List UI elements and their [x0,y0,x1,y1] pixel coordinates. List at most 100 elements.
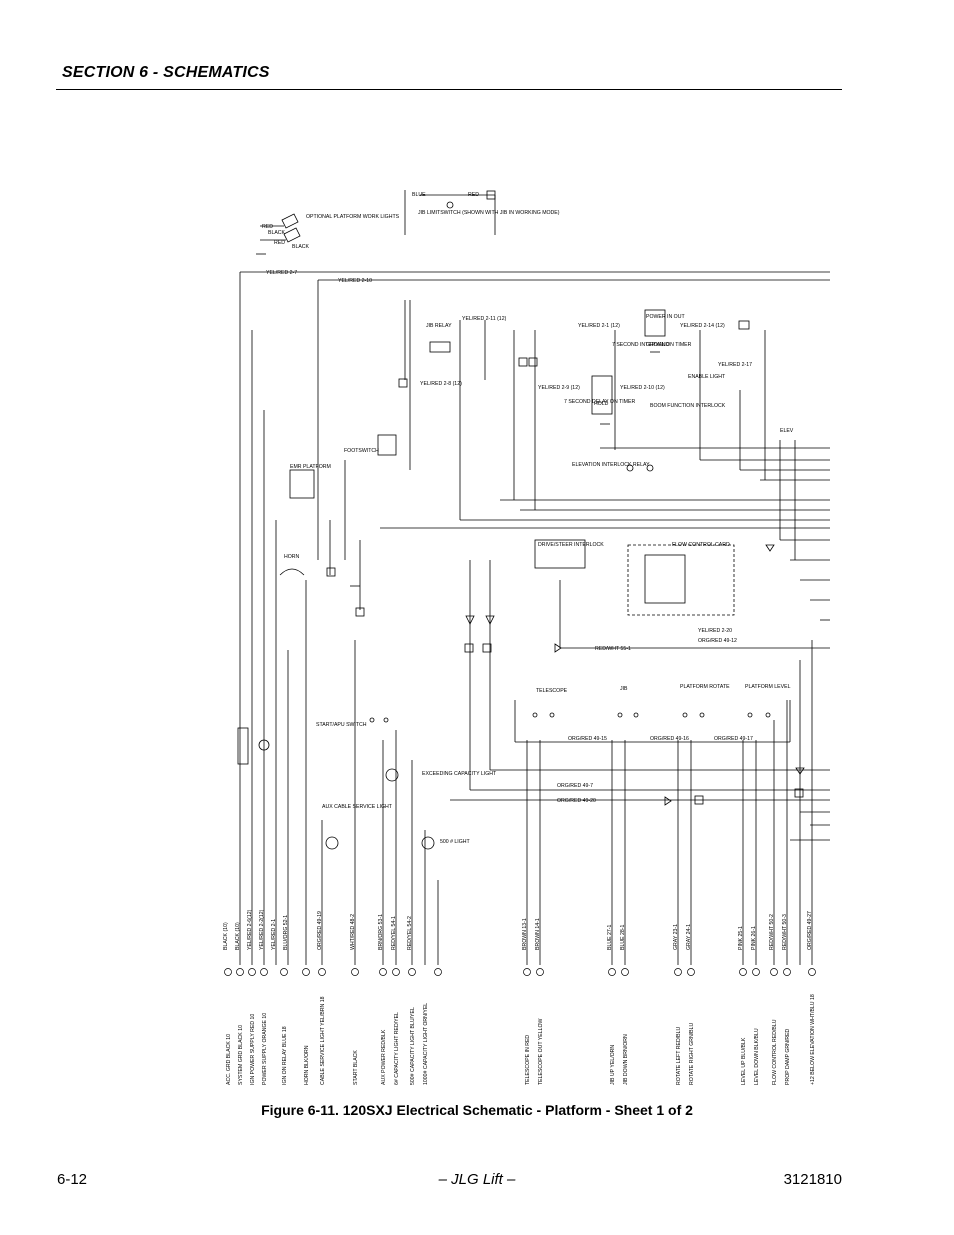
function-label: JIB DOWN BRN/ORN [623,1034,629,1085]
wire-label: RED/WHT 50-2 [769,914,775,950]
label-horn: HORN [284,554,300,560]
label-telescope: TELESCOPE [536,688,568,694]
label-elevation-interlock: ELEVATION INTERLOCK RELAY [572,462,650,468]
function-label: IGN POWER SUPPLY RED 10 [250,1014,256,1085]
function-label: 500# CAPACITY LIGHT BLU/YEL [410,1007,416,1085]
wire-label: GRAY 23-1 [673,924,679,950]
svg-text:YEL/RED 2-10 (12): YEL/RED 2-10 (12) [620,385,665,391]
header-rule [56,89,842,90]
function-label: POWER SUPPLY ORANGE 10 [262,1013,268,1085]
wire-label: RED/WHT 50-3 [782,914,788,950]
function-label: START BLACK [353,1050,359,1085]
svg-text:HOLD: HOLD [594,401,609,407]
function-label: PROP DAMP GRN/RED [785,1028,791,1085]
label-drive-steer: DRIVE/STEER INTERLOCK [538,542,604,548]
wire-label: BLACK (10) [223,922,229,950]
wire-label: YEL/RED 2-1 [271,919,277,950]
wire-label: YEL/RED 2-2(12) [259,909,265,950]
wire-label: ORG/RED 49-27 [807,911,813,950]
function-label: IGN ON RELAY BLUE 18 [282,1026,288,1085]
svg-text:ORG/RED 49-15: ORG/RED 49-15 [568,736,607,742]
svg-text:YEL/RED 2-8 (12): YEL/RED 2-8 (12) [420,381,462,387]
label-exceeding-capacity: EXCEEDING CAPACITY LIGHT [422,771,497,777]
svg-text:7 SECOND DELAY ON TIMER: 7 SECOND DELAY ON TIMER [564,399,635,405]
svg-text:BLACK: BLACK [292,244,310,250]
page-number: 6-12 [57,1171,88,1188]
svg-text:JIB: JIB [620,686,628,692]
label-enable-light: ENABLE LIGHT [688,374,726,380]
svg-text:YEL/RED 2-7: YEL/RED 2-7 [266,270,297,276]
wire-label: BLU/ORG 52-1 [283,915,289,950]
svg-text:BLACK: BLACK [268,230,286,236]
svg-text:ORG/RED 49-16: ORG/RED 49-16 [650,736,689,742]
section-title: SECTION 6 - SCHEMATICS [62,64,270,81]
svg-text:ORG/RED 49-17: ORG/RED 49-17 [714,736,753,742]
label-aux-cable: AUX CABLE SERVICE LIGHT [322,804,393,810]
function-label: TELESCOPE IN RED [525,1035,531,1085]
svg-text:YEL/RED 2-17: YEL/RED 2-17 [718,362,752,368]
svg-text:BLUE: BLUE [412,192,426,198]
function-label: CABLE SERVICE LIGHT YEL/BRN 18 [320,996,326,1085]
function-label: ROTATE RIGHT GRN/BLU [689,1022,695,1085]
function-label: HORN BLK/ORN [304,1045,310,1085]
wire-label: BLUE 28-1 [620,925,626,950]
wire-label: BLACK (10) [235,922,241,950]
svg-text:RED: RED [274,240,285,246]
components [237,190,805,850]
schematic-labels: OPTIONAL PLATFORM WORK LIGHTS RED BLACK … [262,192,794,845]
svg-text:YEL/RED 2-20: YEL/RED 2-20 [698,628,732,634]
svg-text:7 SECOND INTERVAL ON TIMER: 7 SECOND INTERVAL ON TIMER [612,342,692,348]
wire-label: BRN/ORG 53-1 [378,914,384,950]
wire-label: BLUE 27-1 [607,925,613,950]
function-label: FLOW CONTROL RED/BLU [772,1019,778,1085]
svg-text:PLATFORM ROTATE: PLATFORM ROTATE [680,684,730,690]
figure-caption: Figure 6-11. 120SXJ Electrical Schematic… [261,1102,693,1118]
svg-text:GROUND: GROUND [646,342,669,348]
label-jib-relay: JIB RELAY [426,323,452,329]
connector-pins [224,968,816,976]
svg-text:ELEV: ELEV [780,428,794,434]
svg-text:POWER IN OUT: POWER IN OUT [646,314,685,320]
function-label: LEVEL UP BLU/BLK [741,1037,747,1085]
svg-text:ORG/RED 49-12: ORG/RED 49-12 [698,638,737,644]
function-label: 6# CAPACITY LIGHT RED/YEL [394,1012,400,1085]
label-500-light: 500 # LIGHT [440,839,471,845]
wire-label: YEL/RED 2-6(12) [247,909,253,950]
function-label: JIB UP YEL/ORN [610,1045,616,1085]
label-optional-lights: OPTIONAL PLATFORM WORK LIGHTS [306,214,400,220]
vertical-feeders [239,190,813,965]
svg-text:YEL/RED 2-14 (12): YEL/RED 2-14 (12) [680,323,725,329]
wire-label: PINK 26-1 [751,926,757,950]
wire-label: BROWN 14-1 [535,918,541,950]
svg-text:RED: RED [262,224,273,230]
label-jib-limitswitch: JIB LIMITSWITCH (SHOWN WITH JIB IN WORKI… [418,210,560,216]
svg-text:ORG/RED 49-20: ORG/RED 49-20 [557,798,596,804]
function-label: AUX POWER RED/BLK [381,1029,387,1085]
bus-lines [240,271,830,841]
document-number: 3121810 [783,1171,842,1188]
wire-label: BROWN 13-1 [522,918,528,950]
label-footswitch: FOOTSWITCH [344,448,379,454]
svg-text:RED/WHT 55-1: RED/WHT 55-1 [595,646,631,652]
function-label: +12 BELOW ELEVATION WHT/BLU 18 [810,994,816,1085]
wire-labels: BLACK (10) BLACK (10) YEL/RED 2-6(12) YEL/R… [223,909,813,950]
function-label: ROTATE LEFT RED/BLU [676,1027,682,1085]
svg-text:PLATFORM LEVEL: PLATFORM LEVEL [745,684,791,690]
svg-text:ORG/RED 49-7: ORG/RED 49-7 [557,783,593,789]
svg-text:YEL/RED 2-1 (12): YEL/RED 2-1 (12) [578,323,620,329]
wire-label: RED/YEL 54-1 [391,916,397,950]
label-emr-platform: EMR PLATFORM [290,464,331,470]
wire-label: PINK 25-1 [738,926,744,950]
label-flow-control-card: FLOW CONTROL CARD [672,542,730,548]
wire-label: WHT/RED 48-2 [350,914,356,950]
label-start-apu: START/APU SWITCH [316,722,367,728]
footer-publisher: – JLG Lift – [438,1171,516,1188]
wire-label: GRAY 24-1 [686,924,692,950]
function-label: TELESCOPE OUT YELLOW [538,1018,544,1085]
svg-text:YEL/RED 2-10: YEL/RED 2-10 [338,278,372,284]
function-label: ACC. GRD BLACK 10 [226,1034,232,1085]
function-label: LEVEL DOWN BLK/BLU [754,1028,760,1085]
function-labels: ACC. GRD BLACK 10 SYSTEM GRD BLACK 10 IGN … [226,994,816,1085]
function-label: SYSTEM GRD BLACK 10 [238,1025,244,1085]
